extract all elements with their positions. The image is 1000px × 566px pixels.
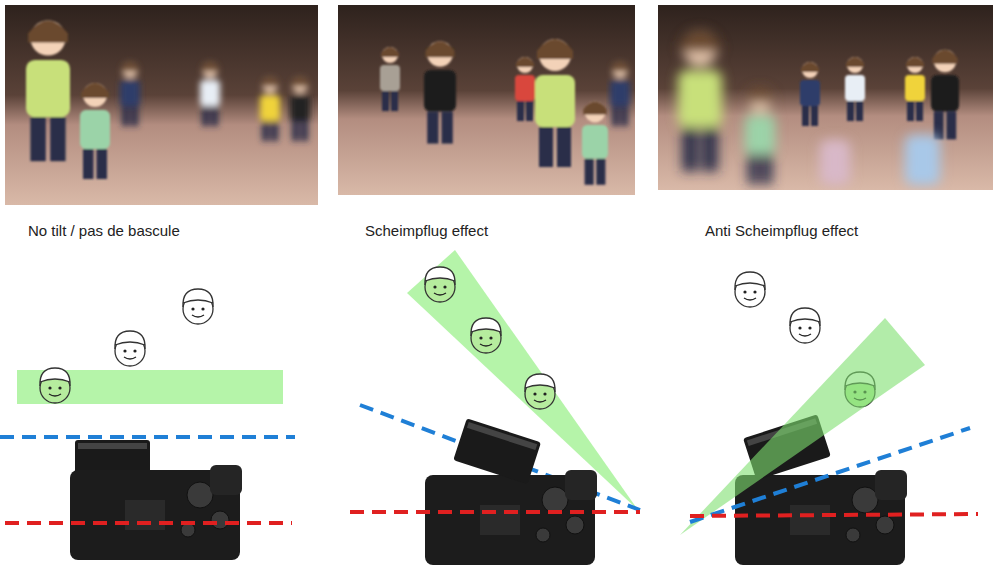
photo-no-tilt (5, 5, 318, 205)
panel-caption: No tilt / pas de bascule (28, 222, 180, 239)
panel-caption: Scheimpflug effect (365, 222, 488, 239)
scheimpflug-diagram (350, 250, 640, 565)
panel-caption: Anti Scheimpflug effect (705, 222, 858, 239)
anti-scheimpflug-diagram (680, 272, 978, 565)
photo-scheimpflug (338, 5, 635, 195)
photo-anti-scheimpflug (658, 5, 993, 190)
no-tilt-diagram (0, 289, 295, 560)
